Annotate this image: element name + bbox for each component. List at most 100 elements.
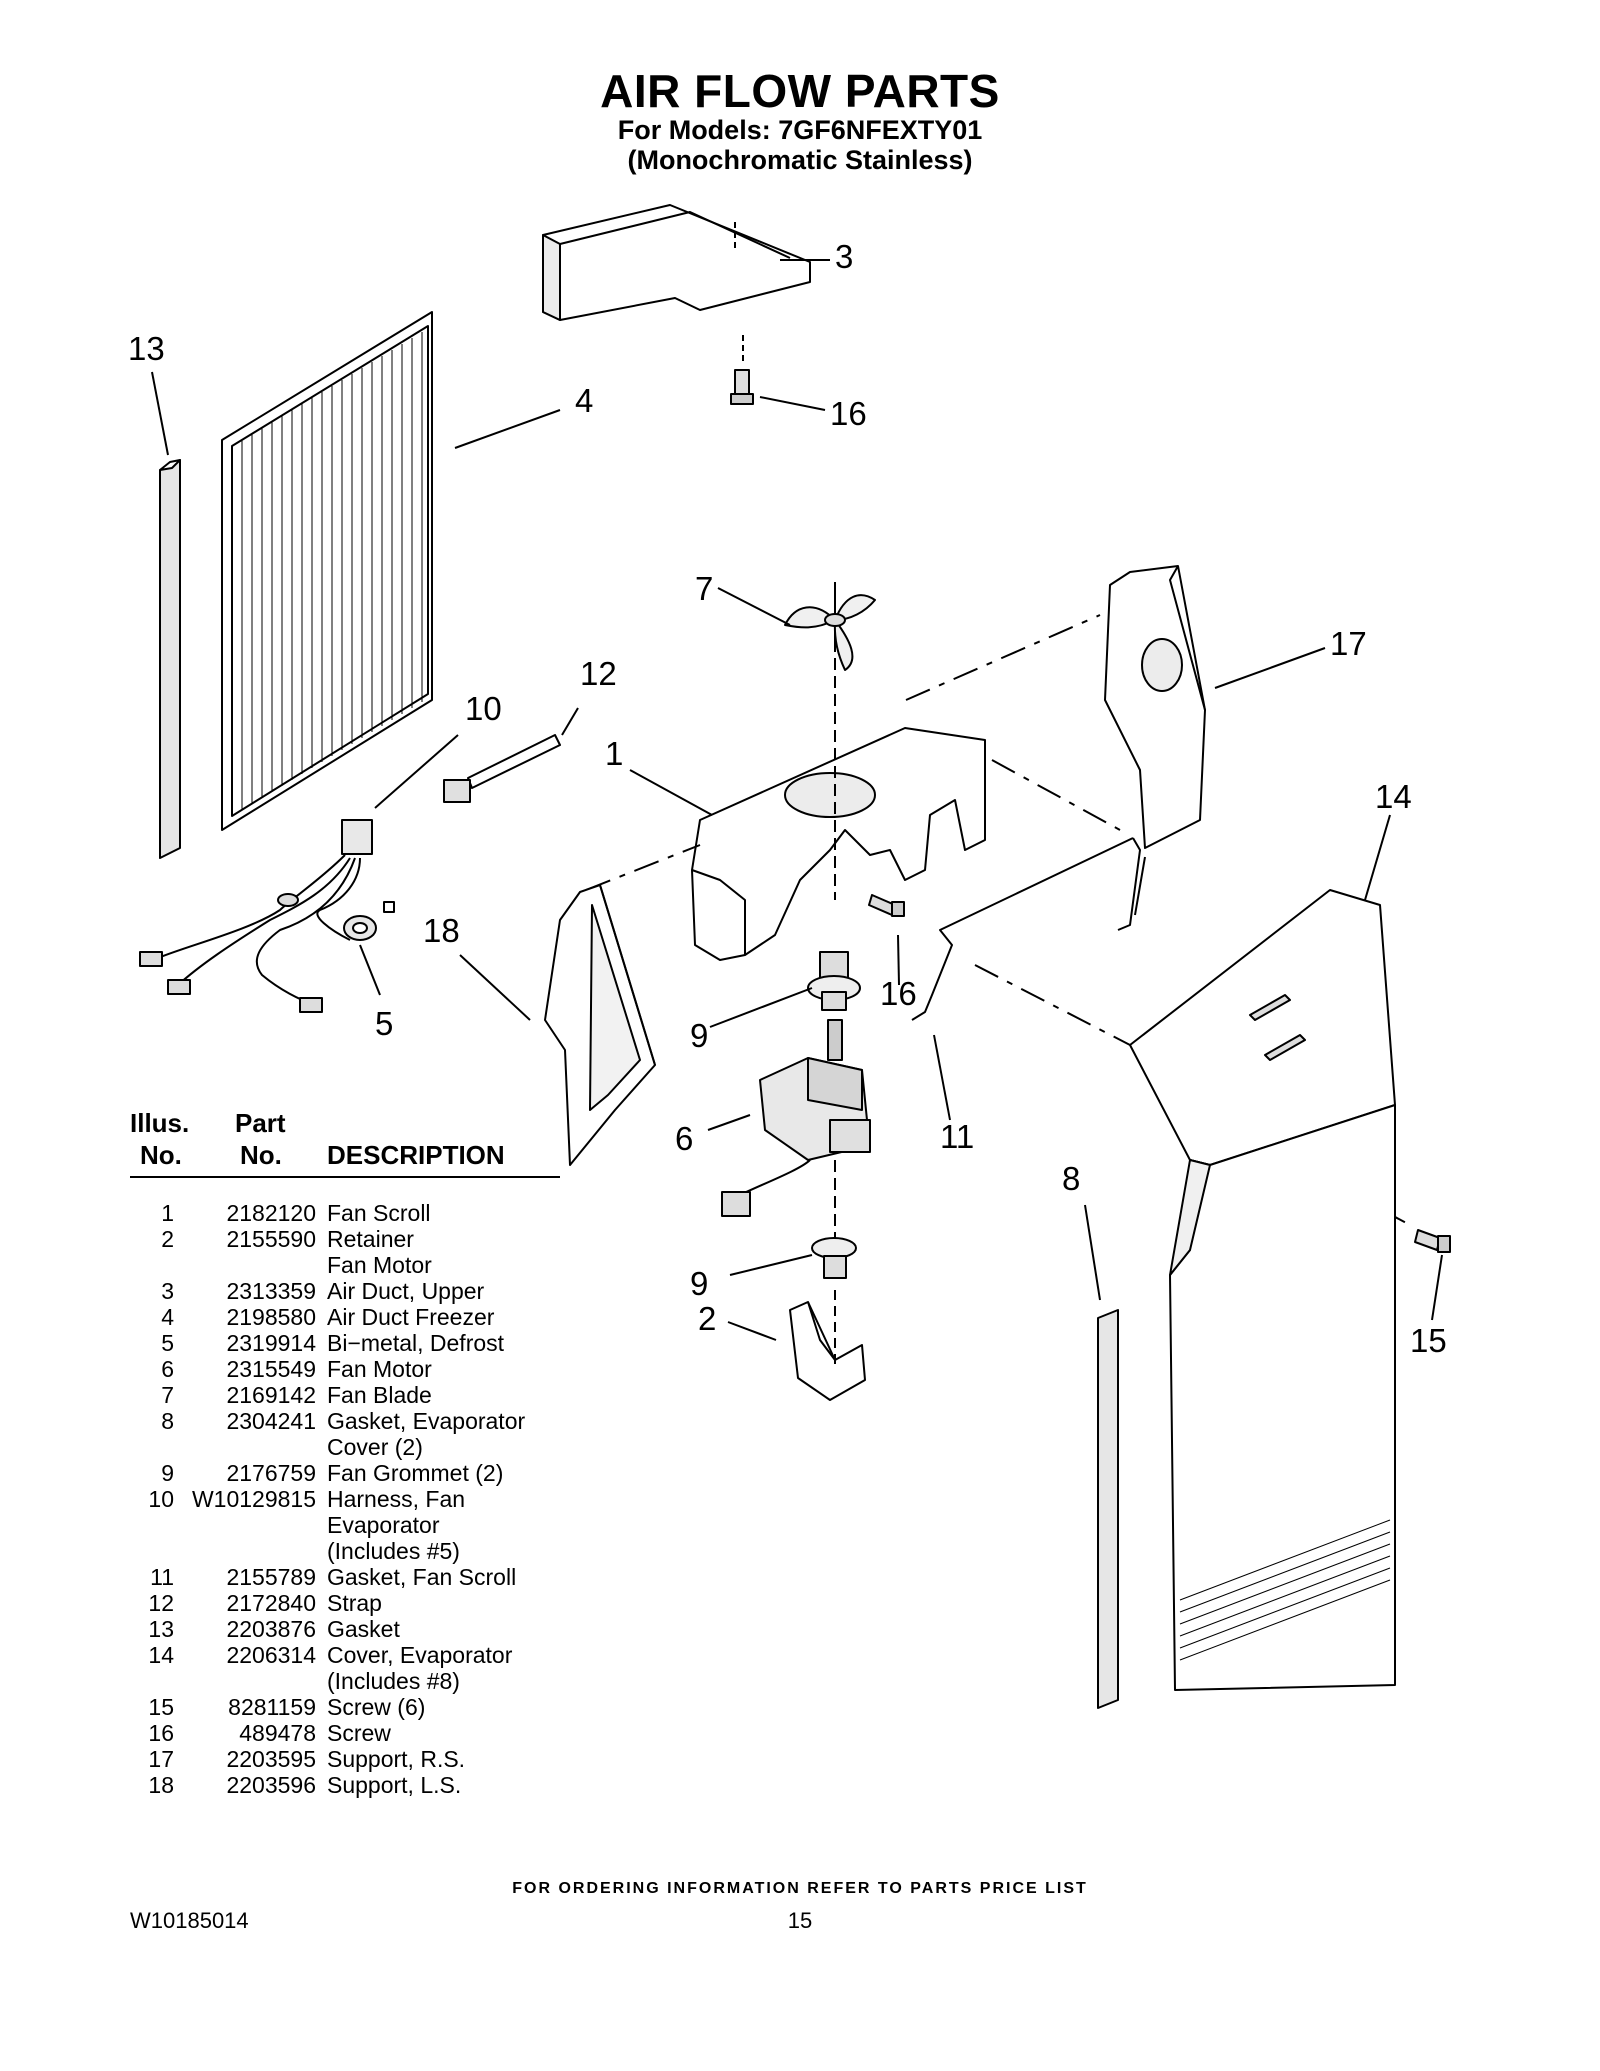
header-illus-line1: Illus.: [130, 1108, 190, 1138]
part-15-screw: [1414, 1229, 1451, 1253]
callout-6: 6: [675, 1120, 694, 1157]
callout-4: 4: [575, 382, 594, 419]
illus-no: 2: [161, 1226, 174, 1252]
illus-no: 9: [161, 1460, 174, 1486]
callout-9-upper: 9: [690, 1017, 709, 1054]
part-16-screw-middle: [868, 894, 905, 917]
part-no: 8281159: [228, 1694, 316, 1720]
description: Fan Scroll: [327, 1200, 431, 1226]
callout-7: 7: [695, 570, 714, 607]
page-title: AIR FLOW PARTS: [600, 65, 1000, 117]
header-part-line1: Part: [235, 1108, 286, 1138]
callout-16-top: 16: [830, 395, 867, 432]
description: Fan Grommet (2): [327, 1460, 504, 1486]
callout-1: 1: [605, 735, 624, 772]
callout-8: 8: [1062, 1160, 1081, 1197]
callout-5: 5: [375, 1005, 394, 1042]
description: Strap: [327, 1590, 382, 1616]
description: (Includes #5): [327, 1538, 460, 1564]
callout-2: 2: [698, 1300, 717, 1337]
illus-no: 7: [161, 1382, 174, 1408]
table-row: 15 8281159 Screw (6): [130, 1694, 560, 1720]
illus-no: 18: [148, 1772, 174, 1798]
part-no: 2155590: [226, 1226, 316, 1252]
part-no: 2172840: [226, 1590, 316, 1616]
callout-3: 3: [835, 238, 854, 275]
table-row: (Includes #5): [130, 1538, 560, 1564]
callout-12: 12: [580, 655, 617, 692]
description: Harness, Fan: [327, 1486, 466, 1512]
part-9-grommet-upper: [807, 951, 861, 1011]
callout-11: 11: [940, 1118, 975, 1155]
description: Bi−metal, Defrost: [327, 1330, 505, 1356]
illus-no: 5: [161, 1330, 174, 1356]
header-part-line2: No.: [240, 1140, 282, 1170]
part-16-screw-top: [730, 369, 754, 405]
part-11-gasket-fan-scroll: [911, 837, 1146, 1021]
table-row: 12 2172840 Strap: [130, 1590, 560, 1616]
models-line: For Models: 7GF6NFEXTY01: [617, 115, 983, 145]
description: Fan Motor: [327, 1356, 432, 1382]
part-13-gasket: [159, 459, 181, 859]
part-9-grommet-lower: [811, 1237, 857, 1279]
illus-no: 8: [161, 1408, 174, 1434]
description: Cover, Evaporator: [327, 1642, 513, 1668]
description: Air Duct, Upper: [327, 1278, 485, 1304]
table-row: 9 2176759 Fan Grommet (2): [130, 1460, 560, 1486]
callout-16-middle: 16: [880, 975, 917, 1012]
description: Gasket: [327, 1616, 400, 1642]
description: Support, R.S.: [327, 1746, 466, 1772]
callout-14: 14: [1375, 778, 1412, 815]
callout-10: 10: [465, 690, 502, 727]
part-no: 2319914: [226, 1330, 316, 1356]
callout-15: 15: [1410, 1322, 1447, 1359]
part-no: 2203595: [226, 1746, 316, 1772]
description: Cover (2): [327, 1434, 423, 1460]
description: Fan Blade: [327, 1382, 432, 1408]
header-description: DESCRIPTION: [327, 1140, 505, 1170]
table-row: 10 W10129815 Harness, Fan: [130, 1486, 560, 1512]
part-10-harness: [139, 819, 395, 1013]
part-12-strap: [443, 734, 561, 803]
part-no: 2182120: [226, 1200, 316, 1226]
description: Air Duct Freezer: [327, 1304, 495, 1330]
part-7-fan-blade: [784, 582, 876, 671]
part-6-fan-motor: [721, 1019, 871, 1240]
part-no: 2176759: [226, 1460, 316, 1486]
page-number: 15: [787, 1908, 813, 1933]
description: Evaporator: [327, 1512, 440, 1538]
doc-number: W10185014: [130, 1908, 249, 1933]
part-no: 2203596: [226, 1772, 316, 1798]
part-5-bi-metal: [343, 915, 377, 941]
illus-no: 4: [161, 1304, 174, 1330]
table-row: Fan Motor: [130, 1252, 560, 1278]
table-row: 5 2319914 Bi−metal, Defrost: [130, 1330, 560, 1356]
part-no: 2155789: [226, 1564, 316, 1590]
table-row: 1 2182120 Fan Scroll: [130, 1200, 560, 1226]
illus-no: 12: [148, 1590, 174, 1616]
part-no: 489478: [239, 1720, 316, 1746]
illus-no: 14: [148, 1642, 174, 1668]
table-header-rule: [130, 1176, 560, 1178]
part-no: W10129815: [191, 1486, 316, 1512]
table-row: Evaporator: [130, 1512, 560, 1538]
illus-no: 1: [161, 1200, 174, 1226]
table-row: 7 2169142 Fan Blade: [130, 1382, 560, 1408]
part-no: 2169142: [226, 1382, 316, 1408]
part-18-support-ls: [544, 884, 656, 1166]
illus-no: 10: [148, 1486, 174, 1512]
illus-no: 15: [148, 1694, 174, 1720]
callout-17: 17: [1330, 625, 1367, 662]
description: Screw (6): [327, 1694, 426, 1720]
part-4-air-duct-freezer: [221, 311, 433, 831]
part-no: 2206314: [226, 1642, 316, 1668]
illus-no: 6: [161, 1356, 174, 1382]
